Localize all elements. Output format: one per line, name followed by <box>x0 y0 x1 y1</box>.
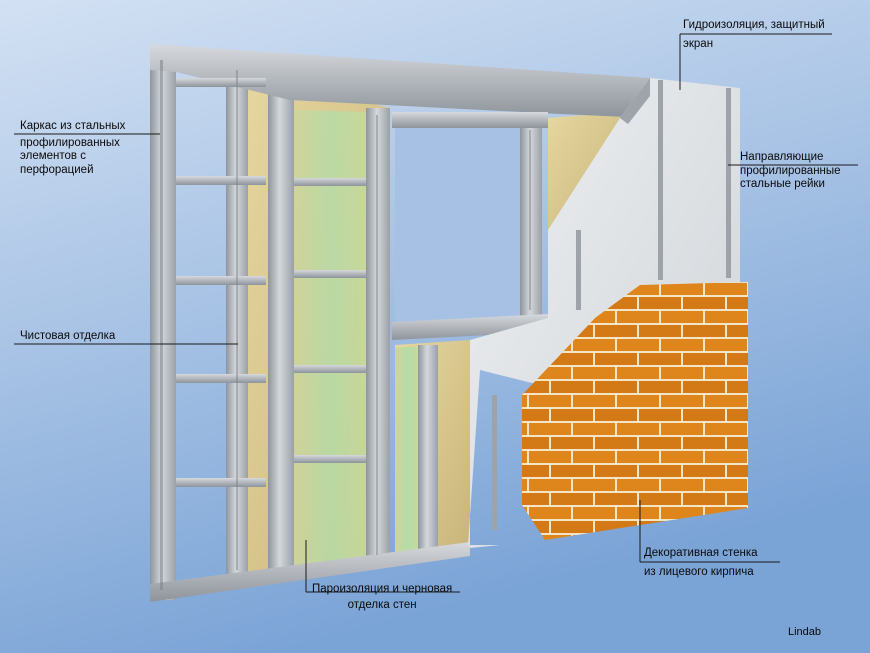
label-brick-line-1: Декоративная стенка <box>644 547 758 559</box>
label-rails-line-2: профилированные <box>740 164 841 177</box>
label-vapor: Пароизоляция и черновая отделка стен <box>312 583 452 612</box>
frame-rails <box>176 78 366 487</box>
label-brick: Декоративная стенка из лицевого кирпича <box>644 547 758 579</box>
label-frame-line-1: Каркас из стальных <box>20 120 126 132</box>
guide-rails <box>492 80 731 530</box>
frame-top-header <box>150 44 650 118</box>
label-frame-line-2: профилированных <box>20 136 120 149</box>
label-waterproof-line-2: экран <box>683 37 714 50</box>
label-rails-line-1: Направляющие <box>740 151 824 163</box>
label-rails: Направляющие профилированные стальные ре… <box>740 151 841 192</box>
label-vapor-line-2: отделка стен <box>347 598 417 611</box>
window-head <box>392 112 548 128</box>
frame-stud-left-3 <box>268 68 294 580</box>
label-frame: Каркас из стальных профилированных элеме… <box>20 120 125 177</box>
label-waterproof-line-1: Гидроизоляция, защитный <box>683 19 825 31</box>
leader-lines <box>14 33 858 593</box>
waterproof-board-edge <box>620 78 650 124</box>
frame-stud-lower-right <box>418 345 438 555</box>
vapor-film-lower <box>395 346 420 558</box>
label-finish: Чистовая отделка <box>20 330 116 342</box>
perforations <box>160 60 531 590</box>
brand-credit: Lindab <box>788 626 822 638</box>
window-opening <box>395 122 540 328</box>
brick-facing-wall <box>522 282 748 540</box>
label-rails-line-3: стальные рейки <box>740 178 825 190</box>
label-brick-line-2: из лицевого кирпича <box>644 565 754 578</box>
label-frame-line-3: элементов с <box>20 150 86 162</box>
label-waterproof: Гидроизоляция, защитный экран <box>683 19 825 51</box>
frame-bottom-track <box>150 542 470 602</box>
label-vapor-line-1: Пароизоляция и черновая <box>312 583 453 595</box>
label-frame-line-4: перфорацией <box>20 163 94 176</box>
